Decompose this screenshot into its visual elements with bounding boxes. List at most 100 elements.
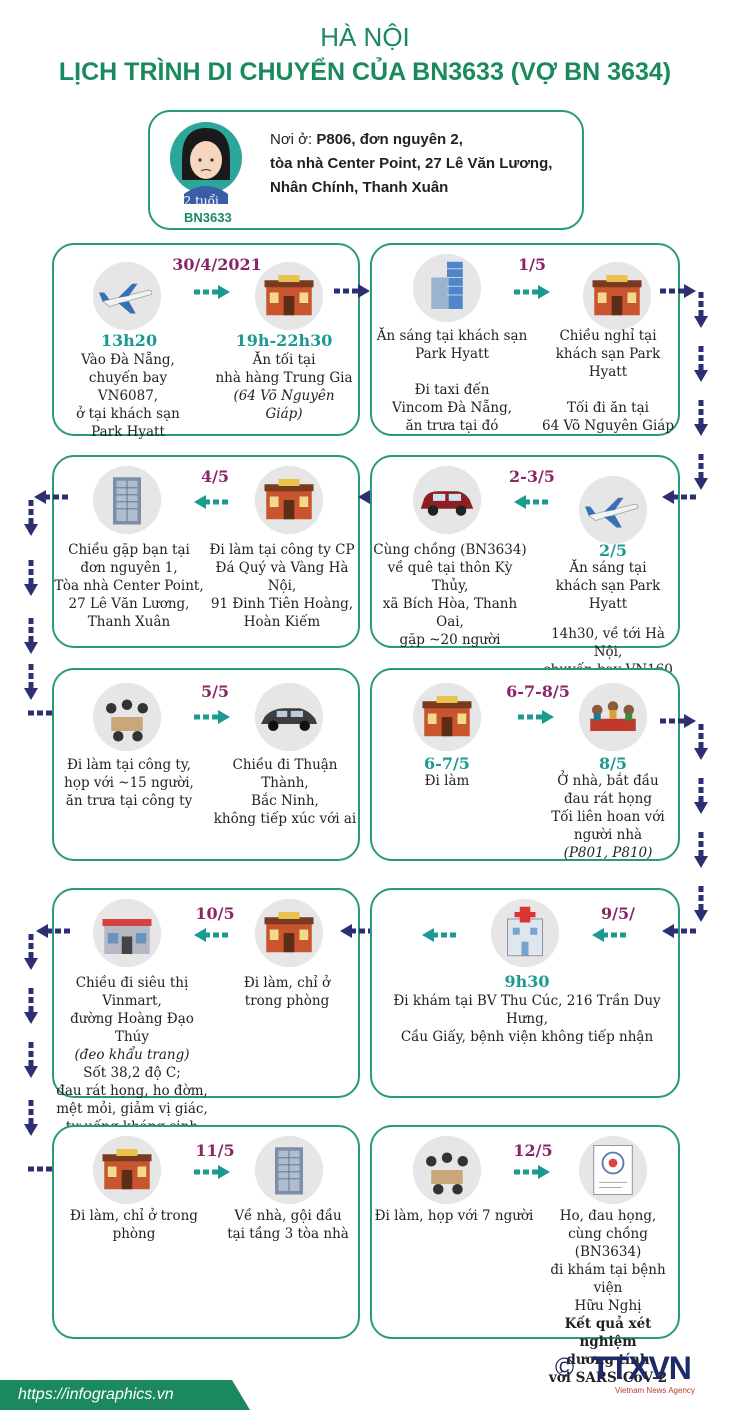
arrow-down-icon — [24, 1100, 38, 1136]
event-text: Cùng chồng (BN3634)về quê tại thôn Kỳ Th… — [373, 542, 527, 648]
page-title: LỊCH TRÌNH DI CHUYỂN CỦA BN3633 (VỢ BN 3… — [58, 58, 672, 86]
restaurant-icon — [254, 898, 324, 968]
panel-9-5: 9/5/ 9h30 Đi khám tại BV Thu Cúc, 216 Tr… — [370, 888, 680, 1098]
date-label: 5/5 — [200, 682, 230, 701]
arrow-down-icon — [24, 618, 38, 654]
arrow-down-icon — [694, 400, 708, 436]
hospital-icon — [490, 898, 560, 968]
restaurant-icon — [254, 465, 324, 535]
arrow-down-icon — [24, 560, 38, 596]
time-label: 9h30 — [504, 972, 550, 991]
restaurant-icon — [412, 682, 482, 752]
arrow-left-icon — [662, 924, 698, 938]
arrow-right-icon — [518, 710, 554, 724]
arrow-left-icon — [514, 495, 550, 509]
airplane-icon — [92, 261, 162, 331]
arrow-right-icon — [194, 1165, 230, 1179]
time-label: 13h20 — [100, 331, 158, 350]
event-text: Đi làm — [424, 773, 470, 789]
arrow-left-icon — [592, 928, 628, 942]
arrow-down-icon — [694, 346, 708, 382]
date-label: 12/5 — [513, 1141, 553, 1160]
arrow-down-icon — [694, 886, 708, 922]
date-label: 2-3/5 — [509, 467, 555, 486]
restaurant-icon — [582, 261, 652, 331]
arrow-left-icon — [194, 495, 230, 509]
city-title: HÀ NỘI — [320, 22, 410, 52]
arrow-down-icon — [24, 934, 38, 970]
arrow-left-icon — [34, 490, 70, 504]
event-text: Đi làm tại công ty,họp với ~15 người,ăn … — [64, 757, 194, 809]
meeting-icon — [92, 682, 162, 752]
arrow-right-icon — [514, 285, 550, 299]
footer-bar: https://infographics.vn — [0, 1380, 250, 1410]
arrow-down-icon — [694, 832, 708, 868]
arrow-down-icon — [694, 292, 708, 328]
woman-avatar-icon — [170, 122, 242, 204]
panel-11-5: 11/5 Đi làm, chỉ ở trong phòng Về nhà, g… — [52, 1125, 360, 1339]
event-text: Đi làm, họp với 7 người — [374, 1208, 534, 1224]
arrow-down-icon — [24, 664, 38, 700]
time-label: 6-7/5 — [424, 754, 470, 773]
copyright-icon: © — [555, 1352, 575, 1382]
arrow-right-icon — [660, 284, 696, 298]
time-label: 19h-22h30 — [235, 331, 333, 350]
panel-30-4: 30/4/2021 13h20 Vào Đà Nẵng,chuyến bay V… — [52, 243, 360, 440]
arrow-left-icon — [662, 490, 698, 504]
date-label: 10/5 — [195, 904, 235, 923]
test-result-document-icon — [578, 1135, 648, 1205]
restaurant-icon — [254, 261, 324, 331]
brand-name: TTXVN — [591, 1350, 692, 1386]
restaurant-icon — [92, 1135, 162, 1205]
car-icon — [412, 465, 482, 535]
meeting-icon — [412, 1135, 482, 1205]
arrow-right-icon — [660, 714, 696, 728]
arrow-down-icon — [694, 724, 708, 760]
event-text: Vào Đà Nẵng,chuyến bay VN6087,ở tại khác… — [76, 352, 180, 440]
arrow-right-icon — [194, 285, 230, 299]
arrow-left-icon — [422, 928, 458, 942]
date-label: 9/5/ — [601, 904, 635, 923]
date-label: 4/5 — [200, 467, 230, 486]
date-label: 1/5 — [517, 255, 547, 274]
car-icon — [254, 682, 324, 752]
date-label: 6-7-8/5 — [506, 682, 570, 701]
profile-card: 42 tuổi BN3633 Nơi ở: P806, đơn nguyên 2… — [148, 110, 584, 230]
tower-building-icon — [412, 253, 482, 323]
arrow-right-icon — [334, 284, 370, 298]
event-text: Đi khám tại BV Thu Cúc, 216 Trần Duy Hưn… — [393, 993, 661, 1045]
office-building-icon — [92, 465, 162, 535]
arrow-down-icon — [24, 988, 38, 1024]
age-label: 42 tuổi — [176, 194, 219, 208]
arrow-right-icon — [514, 1165, 550, 1179]
time-label: 8/5 — [598, 754, 628, 773]
date-label: 30/4/2021 — [172, 255, 262, 274]
panel-5-5: 5/5 Đi làm tại công ty,họp với ~15 người… — [52, 668, 360, 861]
patient-id: BN3633 — [184, 210, 232, 225]
event-text: Ho, đau họng,cùng chồng (BN3634)đi khám … — [548, 1208, 668, 1386]
arrow-right-icon — [194, 710, 230, 724]
family-dinner-icon — [578, 682, 648, 752]
arrow-left-icon — [36, 924, 72, 938]
website-link[interactable]: https://infographics.vn — [18, 1386, 174, 1403]
arrow-down-icon — [24, 500, 38, 536]
arrow-left-icon — [194, 928, 230, 942]
event-text: Chiều đi siêu thị Vinmart,đường Hoàng Đạ… — [56, 975, 208, 1135]
arrow-down-icon — [694, 454, 708, 490]
airplane-icon — [578, 475, 648, 545]
panel-10-5: 10/5 Chiều đi siêu thị Vinmart,đường Hoà… — [52, 888, 360, 1135]
event-text: Chiều đi Thuận Thành,Bắc Ninh,không tiếp… — [213, 757, 357, 827]
arrow-down-icon — [24, 1042, 38, 1078]
time-label: 2/5 — [598, 541, 628, 560]
